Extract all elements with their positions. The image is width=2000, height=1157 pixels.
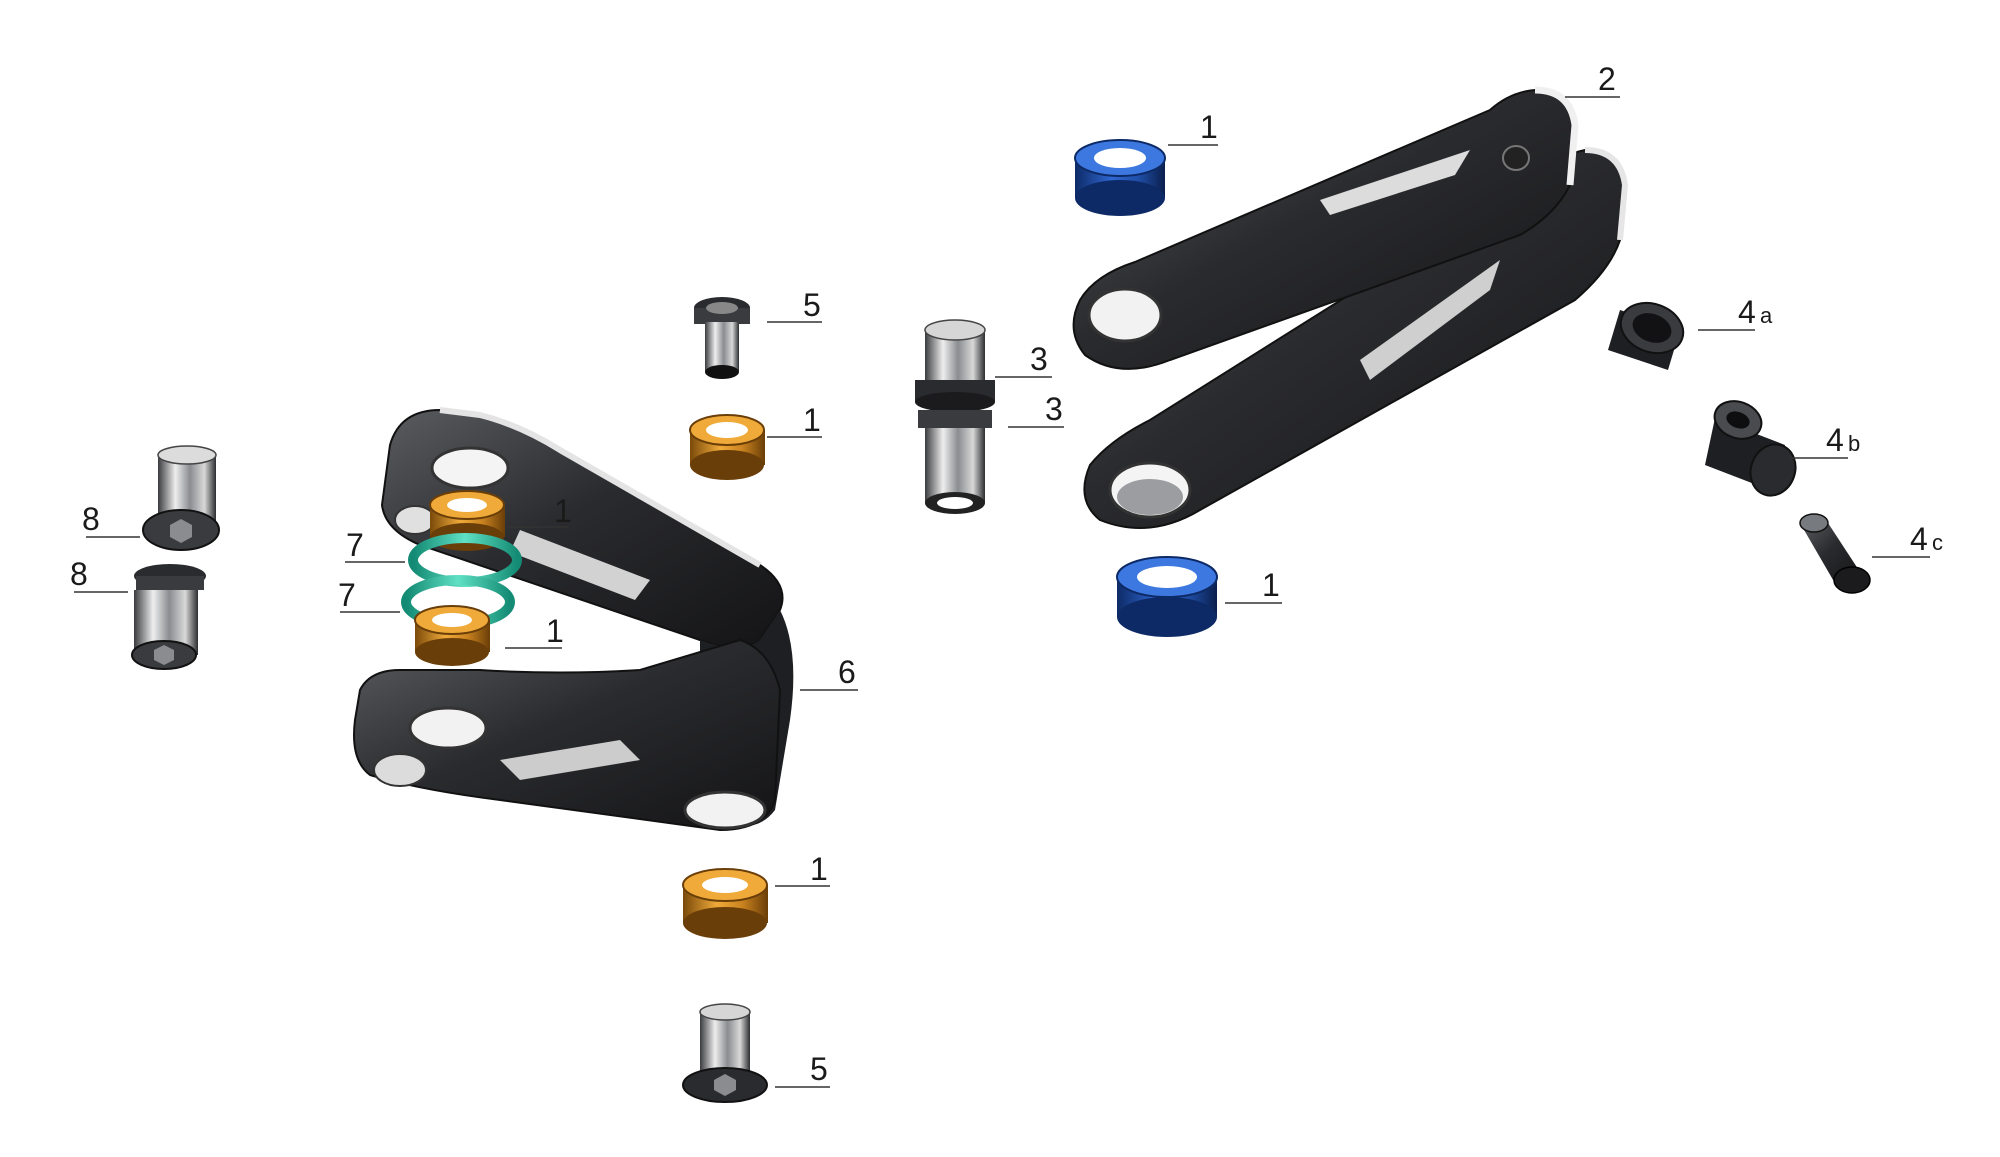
part-4c-bolt (1799, 513, 1871, 594)
callout-label: 7 (346, 527, 364, 563)
part-4b-nut (1705, 400, 1797, 497)
callout-label: 1 (1262, 567, 1280, 603)
yoke-part-6 (353, 407, 794, 832)
callout-label: 2 (1598, 61, 1616, 97)
callout-label: 6 (838, 654, 856, 690)
rocker-link-part-2 (1072, 86, 1629, 529)
callout-sublabel: a (1760, 303, 1773, 328)
callout-label: 5 (810, 1051, 828, 1087)
callout-label: 1 (1200, 109, 1218, 145)
callout-label: 1 (803, 402, 821, 438)
part-8-lower-bolt (131, 564, 206, 670)
orange-bushing-bottom (682, 868, 768, 939)
callout-label: 8 (70, 556, 88, 592)
callout-label: 1 (546, 613, 564, 649)
blue-bushing-bottom (1116, 556, 1218, 637)
callout-sublabel: c (1932, 530, 1943, 555)
part-4a-collar (1608, 301, 1685, 370)
callout-label: 3 (1045, 391, 1063, 427)
callout-label: 1 (810, 851, 828, 887)
callout-label: 1 (554, 493, 572, 529)
axle-pin-part-3 (915, 319, 995, 514)
callout-label: 4 (1910, 521, 1928, 557)
callout-label: 7 (338, 577, 356, 613)
callout-label: 3 (1030, 341, 1048, 377)
callout-label: 5 (803, 287, 821, 323)
callout-sublabel: b (1848, 431, 1860, 456)
callout-label: 8 (82, 501, 100, 537)
part-5-bottom-bolt (682, 1003, 768, 1103)
part-5-top-bolt (694, 297, 750, 379)
callout-label: 4 (1826, 422, 1844, 458)
part-8-upper-bolt (142, 445, 220, 551)
callout-label: 4 (1738, 294, 1756, 330)
orange-bushing-stack-bottom (414, 605, 490, 666)
orange-bushing-top (689, 414, 765, 480)
blue-bushing-top (1074, 139, 1166, 216)
